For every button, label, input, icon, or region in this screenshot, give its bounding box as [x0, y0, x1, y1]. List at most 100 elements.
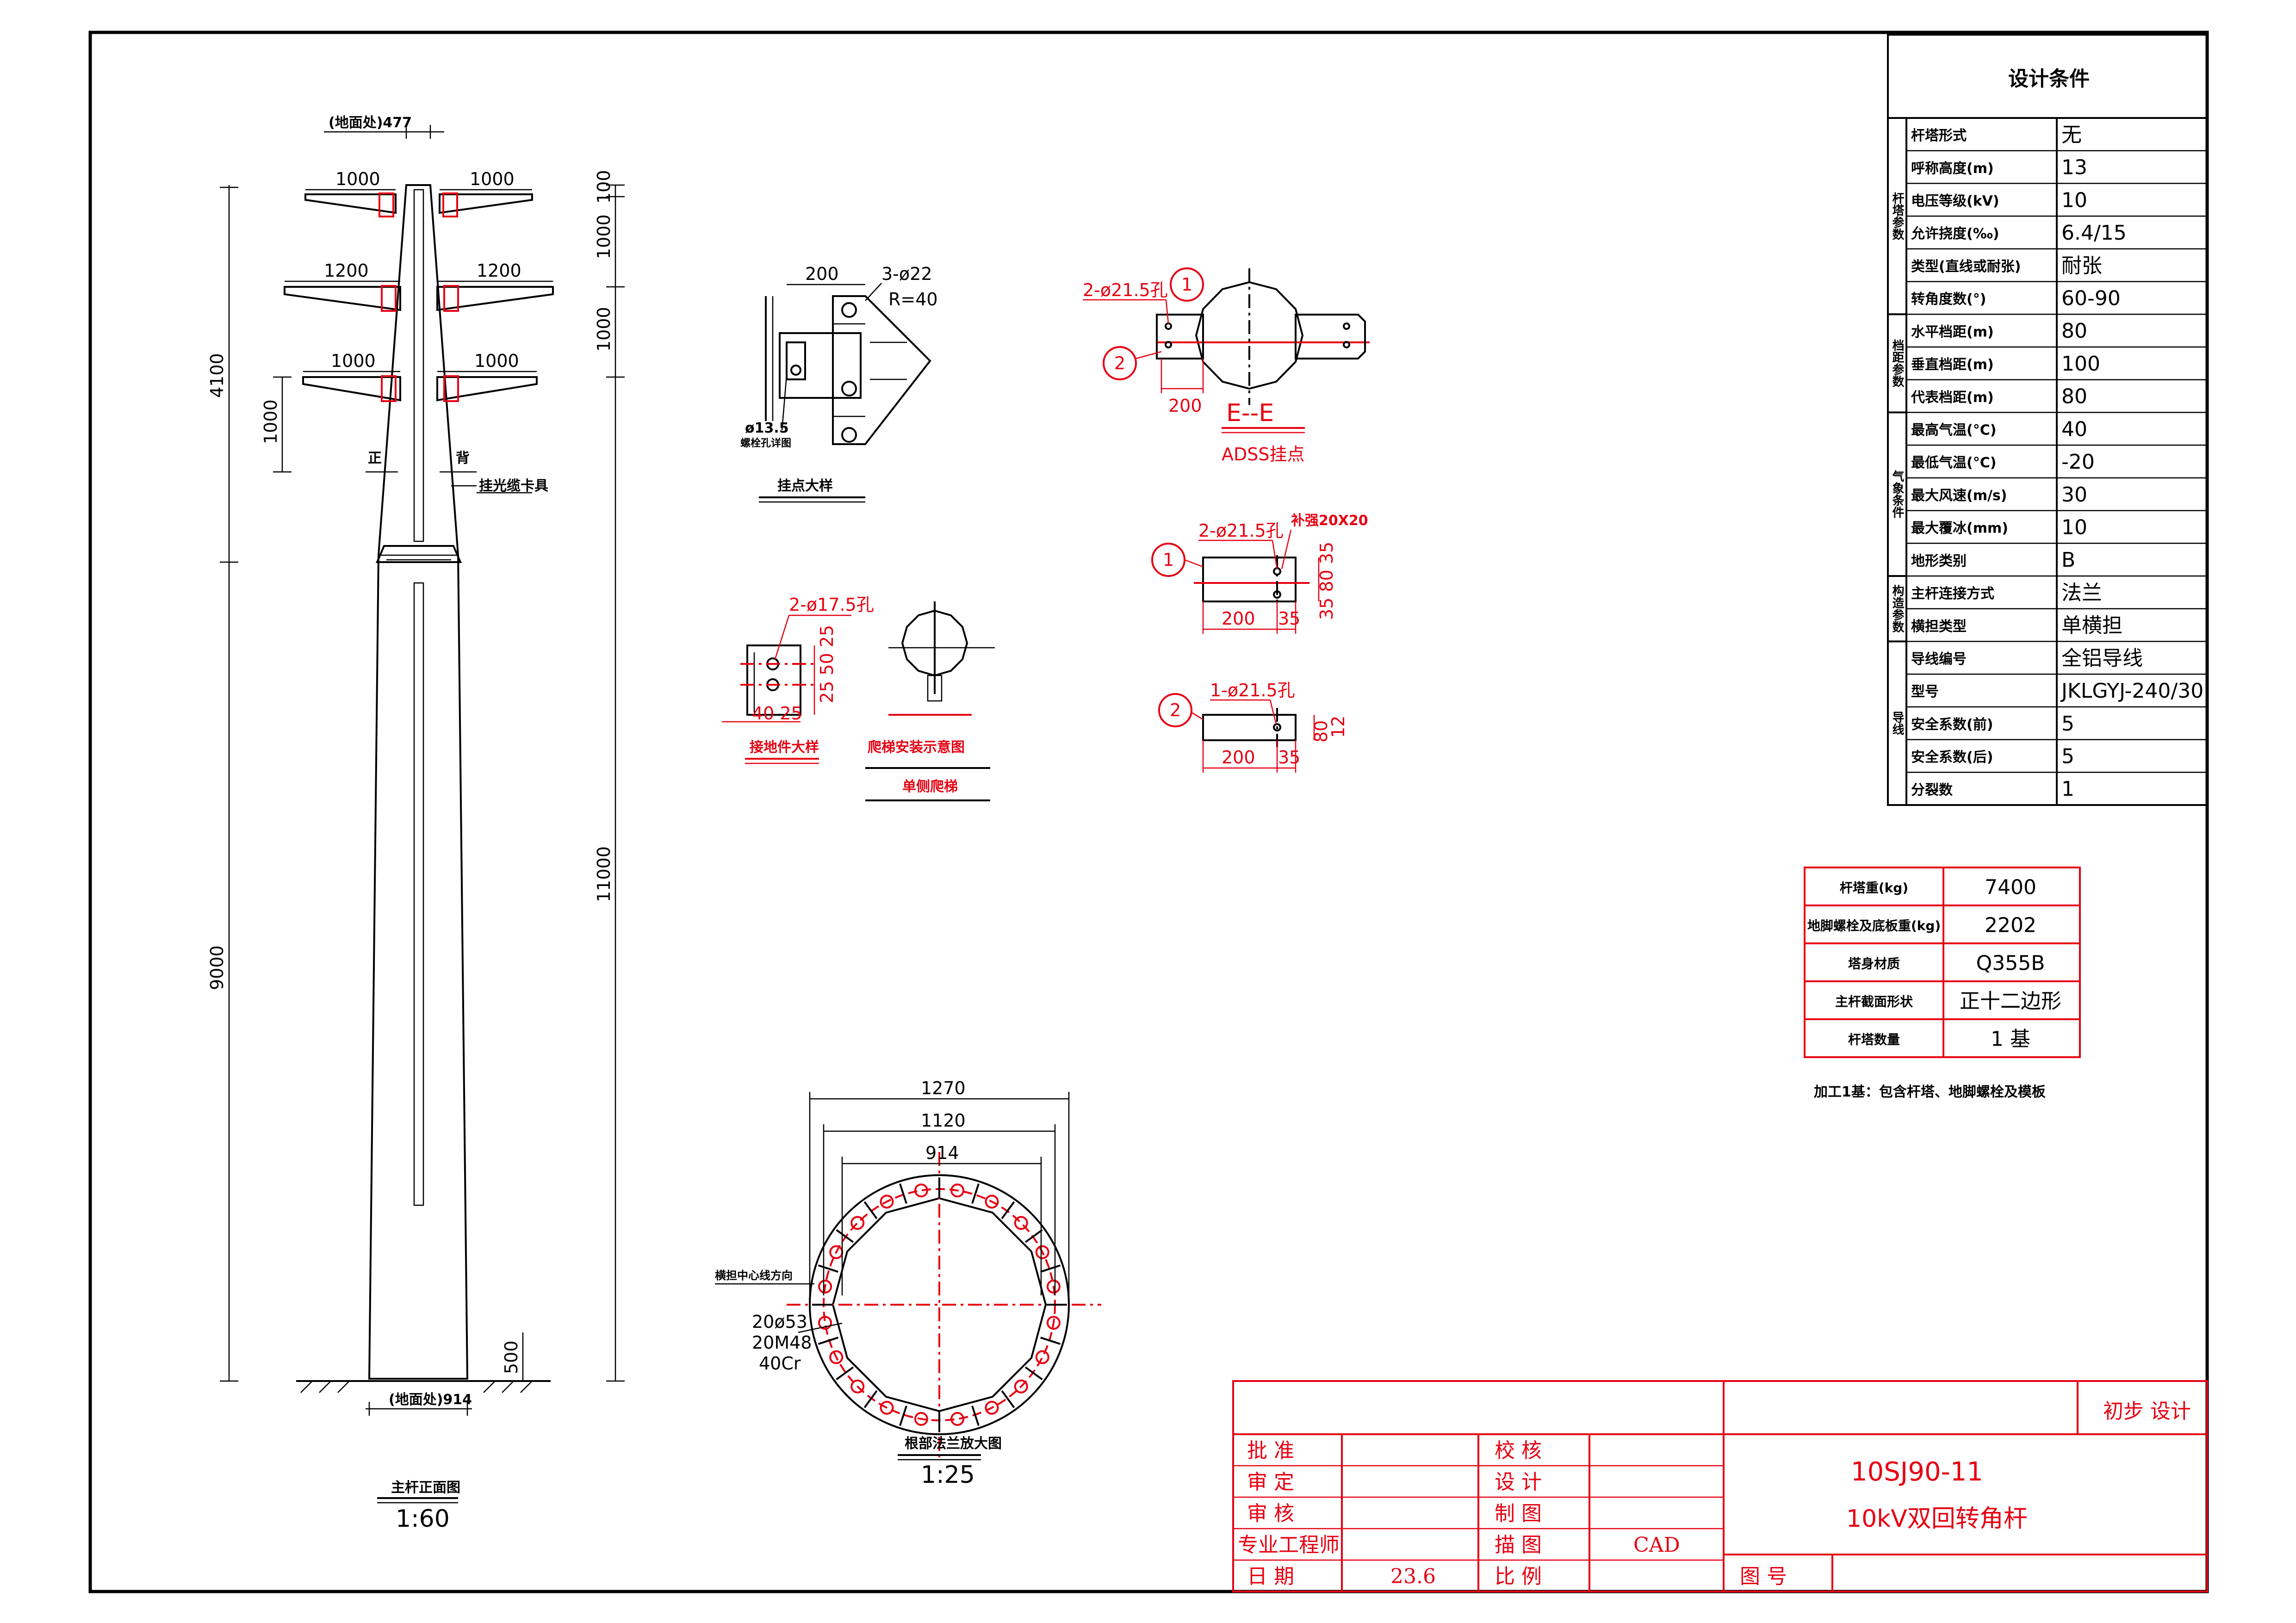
adss-dim-200: 200: [1168, 396, 1202, 416]
wt-row-label: 地脚螺栓及底板重(kg): [1807, 918, 1941, 933]
dim-right-1000b: 1000: [594, 307, 614, 352]
tb-date-value: 23.6: [1390, 1565, 1436, 1588]
drawing-code: 10SJ90-11: [1851, 1457, 1983, 1487]
dc-row-value: 5: [2061, 744, 2074, 768]
tb-mid-4: 描 图: [1495, 1533, 1542, 1557]
flange-bolt-hole: [1035, 1245, 1049, 1259]
dim-right-100: 100: [594, 170, 614, 204]
flange-bolt-hole: [914, 1183, 928, 1198]
detail-flange: 1270 1120 914 横担中心线方向 20ø53 20M48 40Cr 根…: [715, 1078, 1101, 1489]
flange-bolt-hole: [818, 1279, 832, 1294]
dc-group-label: 构造参数: [1890, 585, 1904, 633]
dim-arm-4: 1200: [477, 260, 521, 281]
dc-row-label: 最高气温(°C): [1911, 422, 1996, 439]
flange-title: 根部法兰放大图: [905, 1436, 1002, 1452]
dc-row-value: 1: [2061, 777, 2074, 801]
dim-500: 500: [501, 1340, 521, 1374]
dc-row-value: 法兰: [2061, 581, 2102, 605]
tb-left-4: 专业工程师: [1238, 1533, 1340, 1557]
flange-bolt-hole: [950, 1412, 965, 1426]
wt-row-label: 杆塔重(kg): [1840, 880, 1908, 895]
tb-mid-5: 比 例: [1495, 1565, 1542, 1588]
dc-row-label: 转角度数(°): [1911, 291, 1986, 308]
main-pole-view: 正 背 挂光缆卡具 (地面处)477 1000 1000 1200 1200 1…: [207, 115, 625, 1533]
flange-dim-1270: 1270: [921, 1078, 966, 1098]
tb-draw-value: CAD: [1633, 1533, 1680, 1557]
plate2-tag: 2: [1170, 700, 1181, 720]
main-view-title: 主杆正面图: [391, 1480, 460, 1496]
flange-rib: [836, 1366, 854, 1381]
dc-row-value: 80: [2061, 319, 2087, 343]
dc-group-label: 气象条件: [1890, 470, 1905, 518]
dim-left-1000: 1000: [261, 399, 281, 444]
flange-rib: [1040, 1264, 1061, 1273]
cross-arm-middle: [284, 285, 554, 312]
flange-rib: [1001, 1390, 1015, 1408]
flange-rib: [899, 1183, 907, 1204]
ground-title: 接地件大样: [750, 739, 819, 756]
hang-holes: 3-ø22: [881, 264, 932, 284]
dc-row-value: JKLGYJ-240/30: [2060, 679, 2203, 703]
dc-row-value: 全铝导线: [2061, 646, 2143, 670]
dc-group-label: 杆塔参数: [1890, 192, 1904, 241]
dc-row-value: -20: [2061, 450, 2095, 474]
detail-plate-2: 1-ø21.5孔 2 200 35 80 12: [1158, 680, 1348, 773]
ground-holes: 2-ø17.5孔: [789, 595, 874, 615]
dc-row-value: 60-90: [2061, 286, 2121, 310]
base-width-label: (地面处)914: [389, 1392, 472, 1408]
tb-mid-1: 校 核: [1495, 1439, 1542, 1462]
dc-row-label: 型号: [1911, 684, 1939, 700]
flange-rib: [1024, 1366, 1043, 1381]
dc-row-value: 80: [2061, 385, 2087, 409]
tb-left-1: 批 准: [1247, 1439, 1294, 1462]
dc-row-label: 代表档距(m): [1911, 390, 1994, 406]
dc-row-label: 横担类型: [1911, 619, 1967, 635]
plate2-dim-12: 12: [1328, 716, 1348, 738]
dc-row-value: 30: [2061, 483, 2087, 507]
dc-row-label: 电压等级(kV): [1911, 193, 1999, 210]
dc-row-value: 10: [2061, 515, 2087, 539]
flange-scale: 1:25: [921, 1461, 975, 1489]
detail-adss: 2-ø21.5孔 1 2 200 E--E ADSS挂点: [1083, 267, 1370, 465]
wt-row-value: 正十二边形: [1960, 989, 2061, 1013]
dc-row-label: 分裂数: [1911, 782, 1953, 798]
dc-group-label: 导线: [1890, 711, 1904, 735]
flange-dim-914: 914: [925, 1143, 959, 1163]
ground-dims-v: 25 50 25: [817, 625, 837, 703]
tag-back: 背: [456, 450, 470, 466]
dc-row-label: 最大风速(m/s): [1911, 488, 2007, 504]
adss-title: ADSS挂点: [1222, 444, 1305, 465]
main-view-scale: 1:60: [396, 1505, 450, 1533]
dc-row-value: 5: [2061, 712, 2074, 736]
dim-left-9000: 9000: [207, 945, 227, 990]
dc-row-label: 地形类别: [1911, 553, 1967, 569]
top-width-label: (地面处)477: [329, 115, 412, 131]
dc-row-value: B: [2061, 548, 2075, 572]
plate1-tag: 1: [1163, 550, 1174, 570]
tb-left-2: 审 定: [1247, 1470, 1294, 1494]
flange-rib: [971, 1406, 980, 1426]
flange-rib: [836, 1229, 854, 1243]
dc-row-label: 垂直档距(m): [1911, 357, 1994, 373]
flange-bolts-1: 20ø53: [752, 1312, 807, 1332]
climb-subtitle: 单侧爬梯: [902, 779, 958, 795]
drawing-name: 10kV双回转角杆: [1846, 1505, 2028, 1533]
wt-row-label: 杆塔数量: [1848, 1032, 1900, 1047]
dc-row-value: 单横担: [2061, 614, 2122, 638]
dc-row-label: 呼称高度(m): [1911, 161, 1994, 177]
flange-bolt-hole: [985, 1195, 999, 1209]
weight-note: 加工1基：包含杆塔、地脚螺栓及模板: [1814, 1084, 2046, 1100]
flange-rib: [1001, 1201, 1015, 1220]
tag-front: 正: [368, 450, 382, 466]
detail-climb: 爬梯安装示意图 单侧爬梯: [865, 601, 995, 801]
flange-bolts-2: 20M48: [752, 1332, 812, 1353]
flange-bolt-hole: [818, 1316, 832, 1330]
hang-radius: R=40: [888, 289, 938, 310]
tb-left-3: 审 核: [1247, 1502, 1294, 1525]
flange-bolt-hole: [880, 1400, 894, 1415]
flange-bolts-3: 40Cr: [759, 1353, 801, 1374]
dim-arm-1: 1000: [335, 169, 380, 189]
cross-arm-upper: [304, 192, 533, 217]
